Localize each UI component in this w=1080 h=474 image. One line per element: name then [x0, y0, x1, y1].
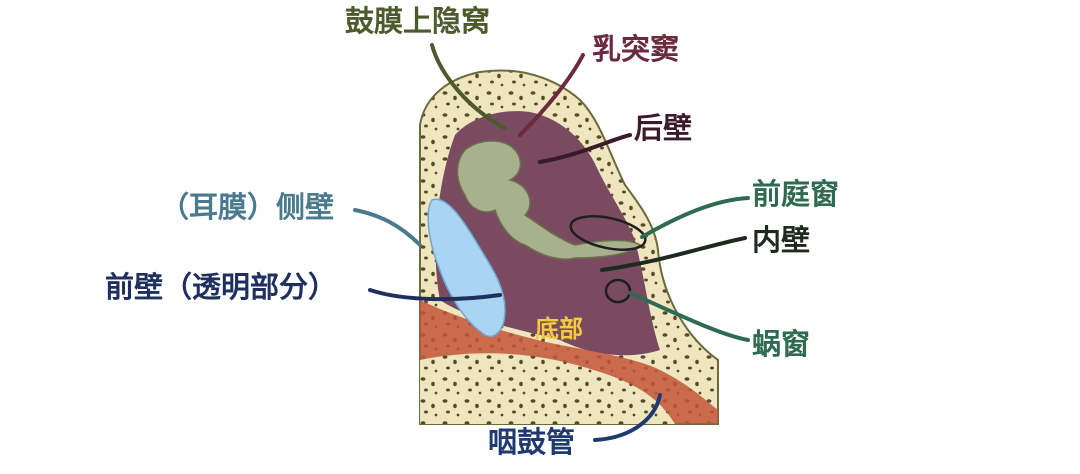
label-oval-window: 前庭窗 [752, 177, 840, 211]
label-epitympanic-recess: 鼓膜上隐窝 [345, 4, 491, 38]
leader-lateral-wall [353, 208, 422, 247]
label-lateral-wall: （耳膜）侧壁 [160, 190, 335, 224]
leader-eustachian-tube [593, 393, 662, 442]
leader-medial-wall [600, 236, 747, 272]
label-floor: 底部 [535, 315, 583, 343]
label-eustachian-tube: 咽鼓管 [488, 425, 576, 459]
leader-epitympanic [430, 43, 507, 130]
label-medial-wall: 内壁 [752, 223, 811, 257]
tympanic-membrane [427, 198, 506, 337]
label-posterior-wall: 后壁 [634, 111, 693, 145]
label-anterior-wall: 前壁（透明部分） [105, 270, 338, 304]
oval-window-marker [569, 215, 647, 251]
label-mastoid-antrum: 乳突窦 [592, 32, 680, 66]
leader-round-window [628, 291, 750, 342]
leader-mastoid-antrum [518, 53, 585, 137]
leader-posterior-wall [538, 133, 632, 164]
label-round-window: 蜗窗 [752, 327, 811, 361]
leader-anterior-wall [368, 288, 502, 302]
ossicles [456, 140, 642, 260]
leader-oval-window [640, 196, 750, 239]
